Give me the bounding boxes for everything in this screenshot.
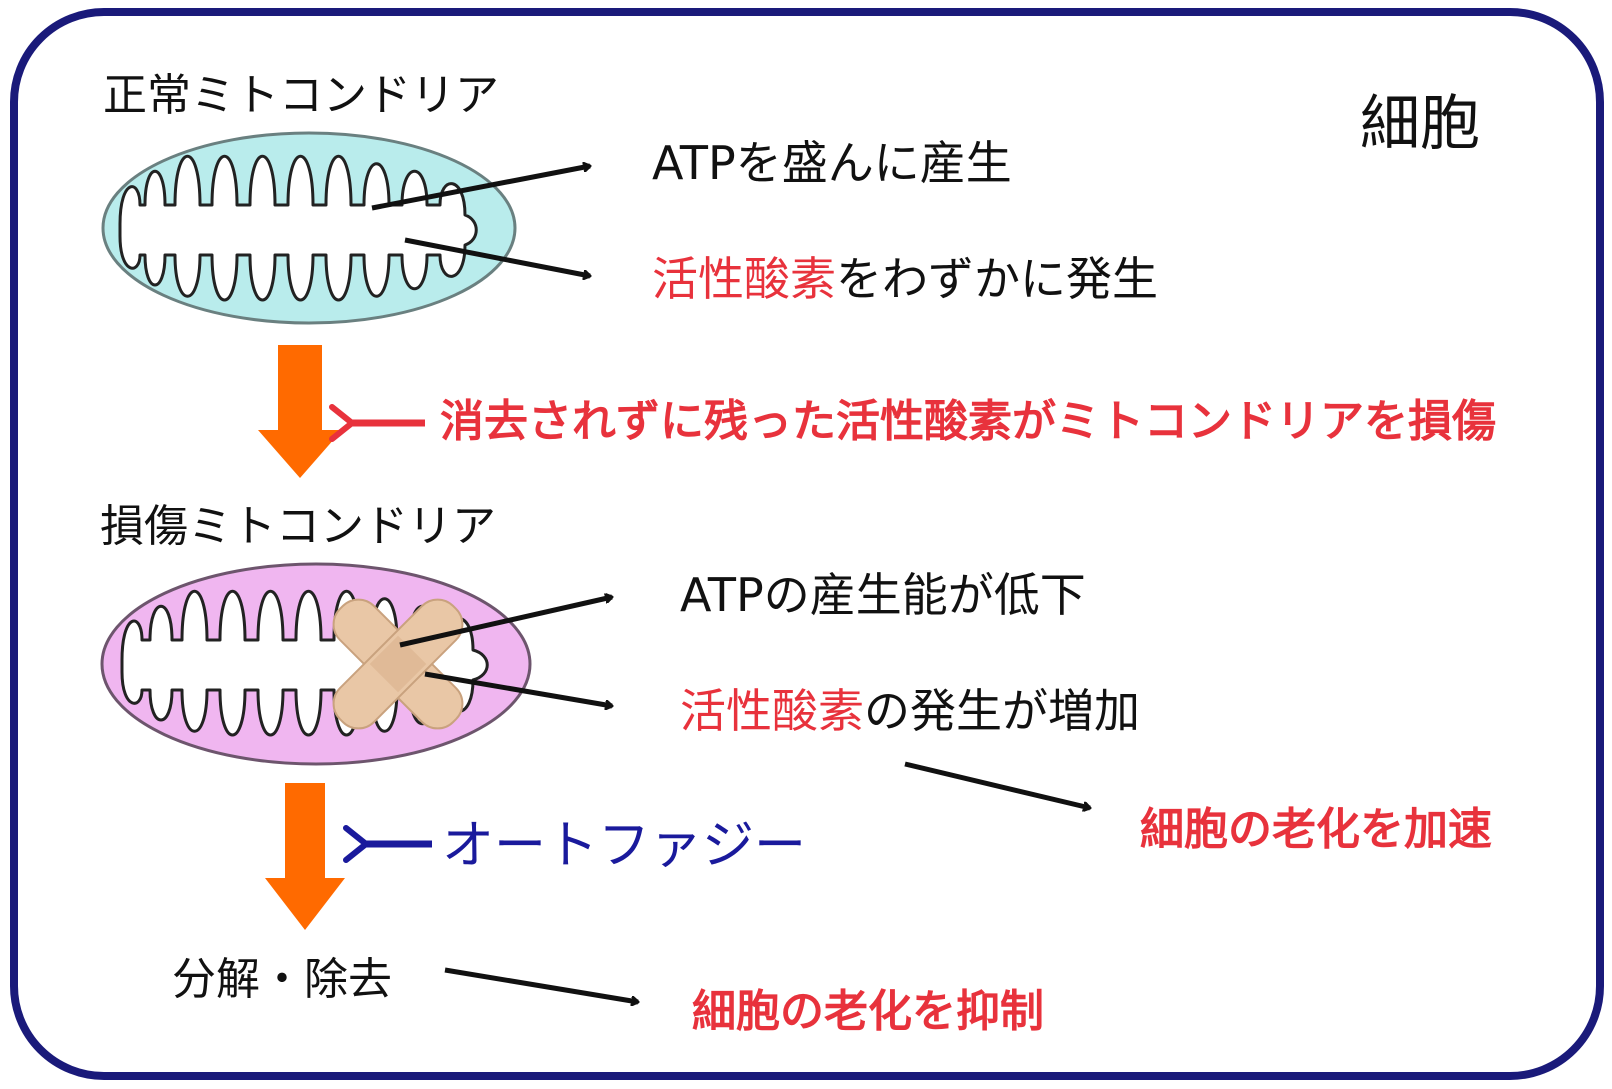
cell-label: 細胞 <box>1360 89 1480 159</box>
normal-cristae <box>118 155 478 302</box>
arrow-normal-atp <box>371 166 590 211</box>
orange-arrow-autophagy <box>265 783 345 930</box>
normal-ros-keyword: 活性酸素 <box>652 252 836 306</box>
suppress-aging-text: 細胞の老化を抑制 <box>692 986 1044 1037</box>
normal-ros-rest: をわずかに発生 <box>836 252 1158 306</box>
bandage-icon <box>332 598 464 730</box>
damaged-mitochondria-title: 損傷ミトコンドリア <box>100 501 496 552</box>
arrow-damaged-ros <box>424 671 612 706</box>
normal-mitochondria <box>101 131 517 325</box>
damage-transition-text: 消去されずに残った活性酸素がミトコンドリアを損傷 <box>440 396 1496 447</box>
accelerate-aging-text: 細胞の老化を加速 <box>1140 804 1492 855</box>
arrow-normal-ros <box>404 237 590 276</box>
autophagy-text: オートファジー <box>442 816 807 876</box>
damaged-ros-keyword: 活性酸素 <box>680 684 864 738</box>
damaged-ros-line: 活性酸素の発生が増加 <box>680 688 1140 734</box>
damaged-ros-rest: の発生が増加 <box>864 684 1140 738</box>
orange-arrow-damage <box>258 345 342 478</box>
removal-text: 分解・除去 <box>172 954 392 1005</box>
damaged-mitochondria <box>100 562 532 766</box>
arrow-damaged-atp <box>399 597 612 648</box>
normal-atp-text: ATPを盛んに産生 <box>652 136 1012 190</box>
damaged-atp-text: ATPの産生能が低下 <box>680 568 1086 622</box>
normal-ros-line: 活性酸素をわずかに発生 <box>652 256 1158 302</box>
arrow-accelerate <box>904 761 1090 808</box>
normal-mitochondria-title: 正常ミトコンドリア <box>103 70 499 121</box>
arrow-suppress <box>444 967 638 1002</box>
